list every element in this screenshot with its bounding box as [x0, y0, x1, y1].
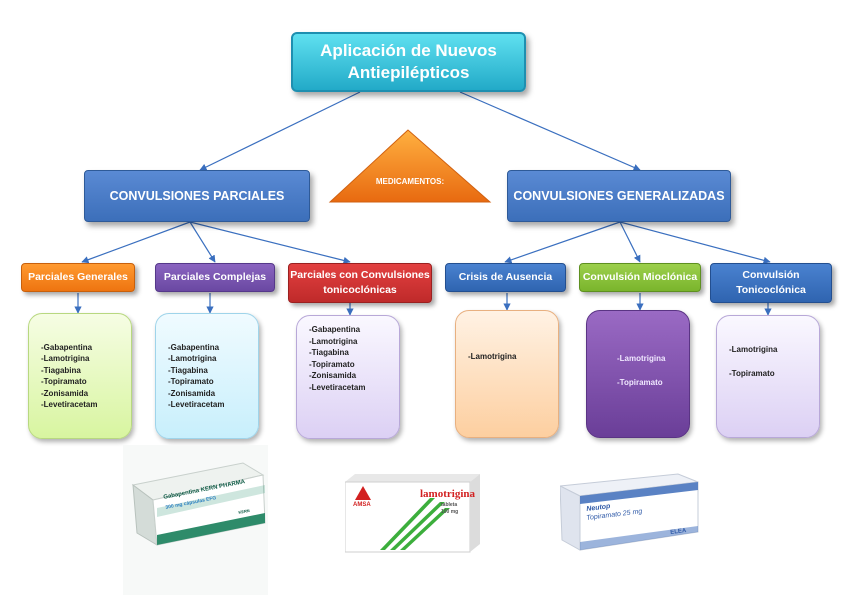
arrow-partial-to-general [81, 221, 191, 264]
arrow-gen-to-tonic [619, 221, 771, 264]
drug-item: -Zonisamida [41, 388, 89, 398]
subtype-parciales-complejas: Parciales Complejas [155, 263, 275, 292]
drug-list-parciales-complejas: -Gabapentina -Lamotrigina -Tiagabina -To… [155, 313, 259, 439]
arrow-gen-to-absence [504, 221, 621, 264]
lamotrigina-brand: AMSA [353, 502, 371, 508]
drug-item: -Lamotrigina [468, 352, 517, 361]
arrow-partial-to-complex [189, 221, 216, 263]
medicamentos-label: MEDICAMENTOS: [375, 176, 445, 186]
subtype-label-2: Tonicoclónica [736, 284, 806, 296]
drug-item: -Levetiracetam [309, 382, 366, 392]
title-line-2: Antiepilépticos [347, 63, 470, 82]
drug-item: -Gabapentina [309, 325, 361, 334]
drug-item: -Lamotrigina [309, 336, 358, 346]
drug-item: -Tiagabina [168, 365, 208, 375]
subtype-label: Crisis de Ausencia [458, 271, 553, 283]
drug-item: -Topiramato [168, 377, 214, 386]
drug-item: -Lamotrigina [617, 354, 666, 363]
drug-list-parciales-tonicoclonicas: -Gabapentina -Lamotrigina -Tiagabina -To… [296, 315, 400, 439]
lamotrigina-dose: 100 mg [441, 509, 459, 515]
lamotrigina-form: tableta [441, 502, 458, 508]
drug-list-crisis-ausencia: -Lamotrigina [455, 310, 559, 438]
subtype-convulsion-mioclonica: Convulsión Mioclónica [579, 263, 701, 292]
subtype-crisis-ausencia: Crisis de Ausencia [445, 263, 566, 292]
drug-item: -Tiagabina [309, 348, 349, 357]
drug-item: -Zonisamida [309, 371, 357, 380]
arrow-title-to-partial [199, 91, 361, 171]
subtype-label: Convulsión [742, 269, 800, 281]
drug-item: -Topiramato [309, 359, 355, 369]
drug-item: -Gabapentina [41, 342, 93, 352]
subtype-label: Parciales Generales [28, 271, 128, 283]
subtype-label: Parciales con Convulsiones [290, 269, 430, 281]
arrow-partial-to-tonic [189, 221, 351, 264]
drug-list-convulsion-tonicoclonica: -Lamotrigina -Topiramato [716, 315, 820, 438]
topiramato-package-image: Neutop Topiramato 25 mg ELEA [560, 470, 700, 555]
category-generalized: CONVULSIONES GENERALIZADAS [507, 170, 731, 222]
drug-item: -Topiramato [617, 377, 663, 387]
gabapentina-package-image: Gabapentina KERN PHARMA 300 mg cápsulas … [123, 445, 268, 595]
subtype-convulsion-tonicoclonica: Convulsión Tonicoclónica [710, 263, 832, 303]
drug-item: -Topiramato [729, 368, 775, 378]
diagram-title: Aplicación de Nuevos Antiepilépticos [291, 32, 526, 92]
subtype-label-2: tonicoclónicas [323, 284, 397, 296]
drug-item: -Gabapentina [168, 342, 220, 352]
category-partial: CONVULSIONES PARCIALES [84, 170, 310, 222]
subtype-parciales-generales: Parciales Generales [21, 263, 135, 292]
drug-list-parciales-generales: -Gabapentina -Lamotrigina -Tiagabina -To… [28, 313, 132, 439]
drug-item: -Lamotrigina [729, 345, 778, 354]
subtype-label: Parciales Complejas [163, 271, 267, 283]
arrow-gen-to-myoclonic [619, 221, 641, 263]
title-line-1: Aplicación de Nuevos [320, 41, 497, 60]
subtype-label: Convulsión Mioclónica [582, 271, 698, 283]
lamotrigina-name: lamotrigina [420, 488, 475, 500]
drug-list-convulsion-mioclonica: -Lamotrigina -Topiramato [586, 310, 690, 438]
drug-item: -Lamotrigina [41, 354, 90, 363]
drug-item: -Tiagabina [41, 365, 81, 375]
medicamentos-triangle [328, 129, 492, 203]
lamotrigina-package-image: AMSA lamotrigina tableta 100 mg [345, 472, 480, 557]
drug-item: -Levetiracetam [168, 400, 225, 409]
arrow-title-to-generalized [459, 91, 641, 171]
drug-item: -Zonisamida [168, 388, 216, 398]
drug-item: -Levetiracetam [41, 400, 98, 409]
subtype-parciales-tonicoclonicas: Parciales con Convulsiones tonicoclónica… [288, 263, 432, 303]
drug-item: -Topiramato [41, 377, 87, 386]
drug-item: -Lamotrigina [168, 354, 217, 363]
